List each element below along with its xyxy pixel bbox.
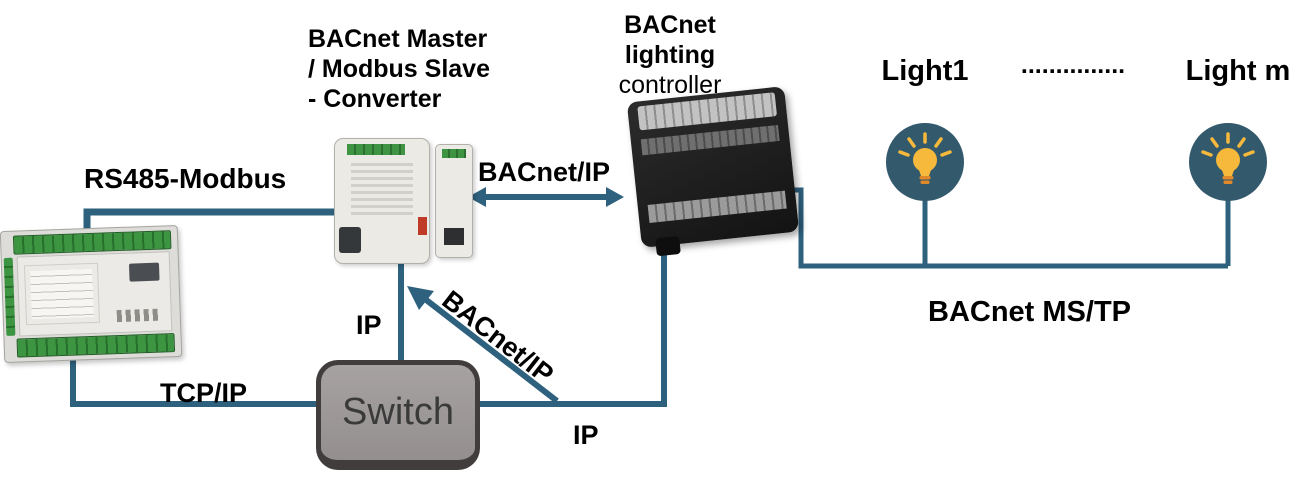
bacnet-mstp-label: BACnet MS/TP <box>928 296 1131 328</box>
modbus-plc-device <box>0 224 183 364</box>
converter-main-module <box>334 138 430 264</box>
light-m-bulb-icon <box>1188 122 1268 202</box>
bacnet-ip-double-arrow <box>468 187 624 207</box>
switch-controller-line <box>479 230 667 407</box>
plc-led-row <box>116 308 161 323</box>
converter-vents <box>351 163 413 217</box>
switch-label: Switch <box>342 391 454 433</box>
light1-label: Light1 <box>881 55 969 87</box>
converter-title: BACnet Master / Modbus Slave - Converter <box>308 24 490 114</box>
converter-title-line2: / Modbus Slave <box>308 55 490 83</box>
tcp-ip-label: TCP/IP <box>160 378 248 408</box>
plc-side-connector <box>3 257 16 336</box>
converter-side-module <box>435 144 473 258</box>
converter-side-terminal <box>442 149 466 158</box>
diagonal-arrow-line <box>423 296 559 404</box>
bacnet-modbus-converter-device <box>334 138 473 264</box>
light-m-label: Light m <box>1185 55 1291 87</box>
bacnet-lighting-controller-device <box>626 86 800 257</box>
converter-serial-port <box>339 227 361 253</box>
lighting-controller-title: BACnet lighting controller <box>606 10 734 100</box>
converter-title-line3: - Converter <box>308 85 442 113</box>
light-bulb-icon <box>1189 123 1267 201</box>
lighting-title-line2: lighting <box>624 41 716 69</box>
lighting-title-line3: controller <box>618 71 722 99</box>
plc-display <box>128 262 160 282</box>
converter-red-tab <box>418 217 427 235</box>
double-arrow-left-arrowhead <box>468 187 486 207</box>
converter-title-line1: BACnet Master <box>308 25 488 53</box>
bulb-rays <box>1201 132 1255 157</box>
lighting-title-line1: BACnet <box>624 11 716 39</box>
plc-terminal-strip-bottom <box>16 333 176 358</box>
controller-mount-foot <box>655 235 681 257</box>
switch-node: Switch <box>316 360 480 470</box>
mstp-bus-line <box>776 187 1228 269</box>
diagonal-arrowhead <box>407 286 434 310</box>
rs485-modbus-label: RS485-Modbus <box>84 163 287 194</box>
ip-converter-label: IP <box>356 310 382 340</box>
bacnet-mstp-bus <box>776 187 1231 269</box>
double-arrow-right-arrowhead <box>606 187 624 207</box>
lights-ellipsis-label: ............... <box>1020 51 1126 79</box>
light1-bulb-icon <box>885 122 965 202</box>
converter-terminal-block <box>347 144 405 155</box>
light-bulb-icon <box>886 123 964 201</box>
switch-to-controller-link <box>479 230 667 407</box>
converter-ethernet-port <box>444 228 464 245</box>
plc-body-panel <box>16 251 173 337</box>
bacnet-ip-horizontal-label: BACnet/IP <box>477 157 610 187</box>
plc-label-area <box>23 262 101 326</box>
bulb-rays <box>898 132 952 157</box>
ip-controller-label: IP <box>573 420 599 450</box>
bacnet-ip-diagonal-arrow <box>407 286 559 404</box>
